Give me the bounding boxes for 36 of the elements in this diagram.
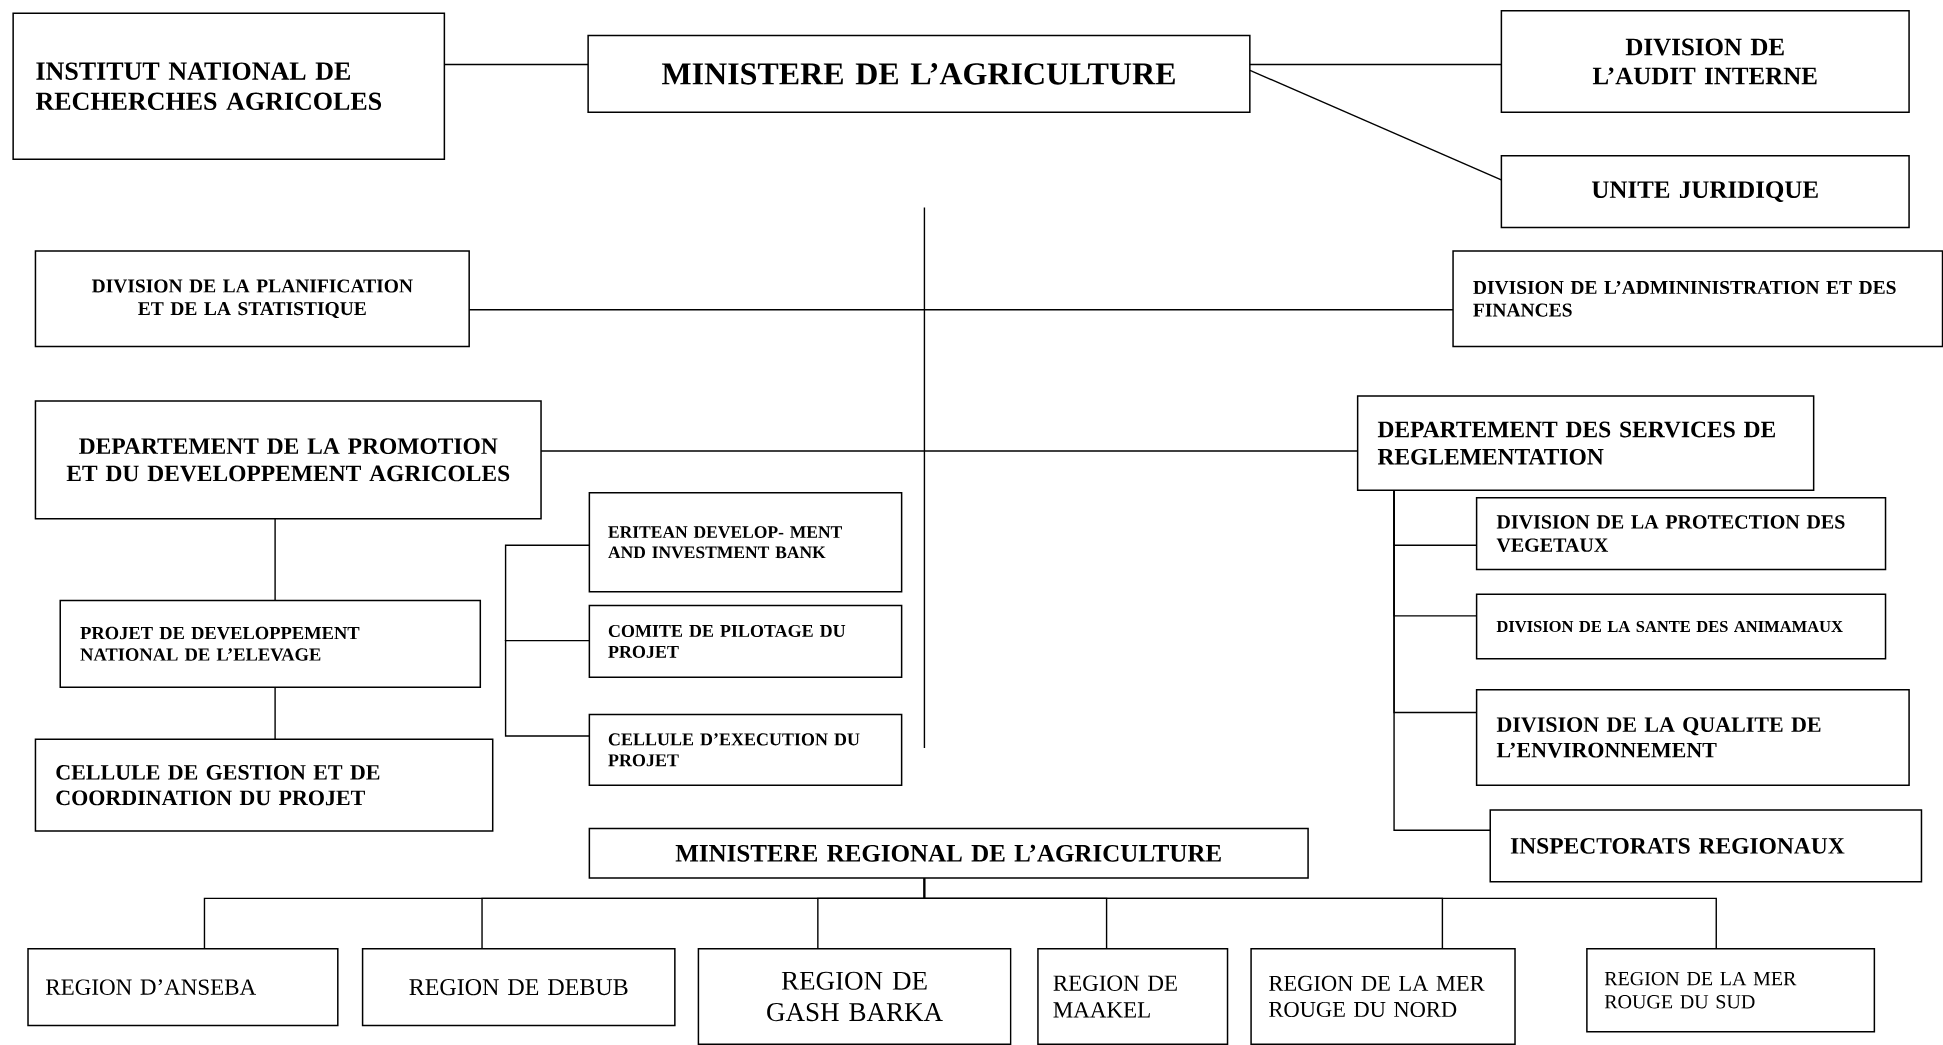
org-box: INSPECTORATS REGIONAUX: [1489, 809, 1923, 883]
org-box: REGION D’ANSEBA: [27, 947, 339, 1027]
org-box: REGION DE DEBUB: [361, 947, 676, 1027]
org-box: DEPARTEMENT DE LA PROMOTION ET DU DEVELOPPEMENT AGRICOLES: [34, 400, 542, 520]
org-box: UNITE JURIDIQUE: [1500, 154, 1910, 229]
connector-line: [504, 544, 590, 642]
org-box: DIVISION DE L’AUDIT INTERNE: [1500, 9, 1910, 113]
connector-line: [274, 687, 276, 740]
connector-line: [444, 63, 589, 66]
org-box: PROJET DE DEVELOPPEMENT NATIONAL DE L’ELEVAGE: [59, 599, 482, 688]
org-box: DIVISION DE LA SANTE DES ANIMAMAUX: [1475, 593, 1887, 660]
org-box: DEPARTEMENT DES SERVICES DE REGLEMENTATION: [1356, 395, 1815, 491]
org-box: DIVISION DE LA QUALITE DE L’ENVIRONNEMENT: [1475, 689, 1910, 786]
connector-line: [504, 639, 590, 737]
connector-line: [1393, 490, 1491, 831]
org-box: REGION DE LA MER ROUGE DU NORD: [1250, 947, 1516, 1045]
connector-line: [504, 639, 590, 642]
org-box: CELLULE D’EXECUTION DU PROJET: [588, 713, 903, 786]
connector-line: [274, 518, 276, 601]
org-box: REGION DE LA MER ROUGE DU SUD: [1586, 947, 1876, 1033]
org-box: COMITE DE PILOTAGE DU PROJET: [588, 604, 903, 679]
connector-line: [1249, 63, 1502, 66]
org-box: DIVISION DE LA PLANIFICATION ET DE LA STATISTIQUE: [34, 250, 470, 348]
connector-line: [923, 878, 1717, 949]
org-box: MINISTERE DE L’AGRICULTURE: [587, 34, 1251, 114]
org-box: DIVISION DE L’ADMININISTRATION ET DES FINANCES: [1452, 250, 1943, 348]
connector-line: [469, 309, 1453, 311]
connector-line: [1249, 69, 1502, 181]
org-box: DIVISION DE LA PROTECTION DES VEGETAUX: [1475, 496, 1887, 571]
connector-line: [541, 450, 1358, 452]
org-box: INSTITUT NATIONAL DE RECHERCHES AGRICOLES: [12, 12, 446, 161]
org-box: MINISTERE REGIONAL DE L’AGRICULTURE: [588, 827, 1309, 879]
org-box: CELLULE DE GESTION ET DE COORDINATION DU PROJET: [34, 738, 494, 832]
org-box: ERITEAN DEVELOP- MENT AND INVESTMENT BANK: [588, 491, 903, 593]
org-box: REGION DE GASH BARKA: [697, 947, 1012, 1045]
org-box: REGION DE MAAKEL: [1037, 947, 1229, 1045]
